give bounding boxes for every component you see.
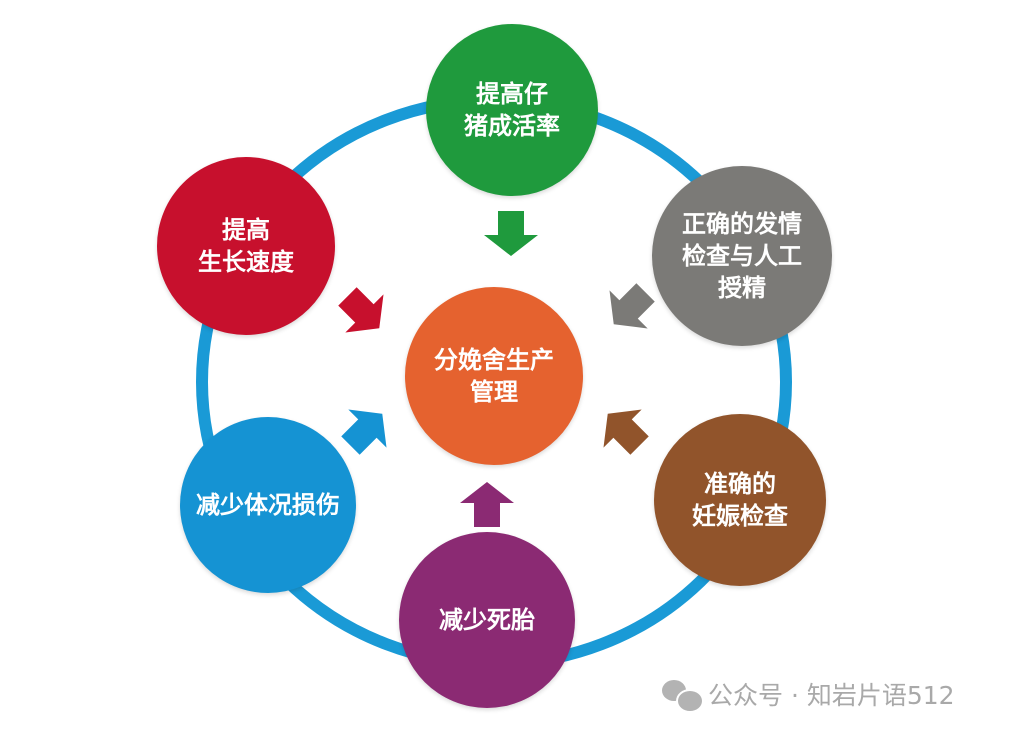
node-label-line: 准确的 (704, 470, 776, 498)
node-label-line: 管理 (470, 378, 518, 406)
watermark: 公众号 · 知岩片语512 (662, 676, 955, 713)
node-label-line: 提高仔 (476, 80, 548, 108)
wechat-icon (662, 678, 704, 713)
center-node: 分娩舍生产管理 (405, 287, 583, 465)
node-label-line: 生长速度 (198, 248, 294, 276)
node-survival: 提高仔猪成活率 (426, 24, 598, 196)
arrow-up-icon (460, 482, 514, 527)
node-pregnancy: 准确的妊娠检查 (654, 414, 826, 586)
watermark-text: 公众号 · 知岩片语512 (708, 681, 955, 710)
node-label-line: 授精 (718, 274, 766, 302)
node-estrus: 正确的发情检查与人工授精 (652, 166, 832, 346)
node-growth: 提高生长速度 (157, 157, 335, 335)
node-stillbirth: 减少死胎 (399, 532, 575, 708)
node-label-line: 妊娠检查 (692, 502, 788, 530)
arrow-up-right-icon (341, 409, 387, 455)
node-label-line: 正确的发情 (682, 210, 802, 238)
arrow-down-left-icon (609, 283, 655, 329)
arrow-down-icon (484, 211, 538, 256)
node-label-line: 检查与人工 (682, 242, 802, 270)
node-label-line: 减少死胎 (439, 606, 535, 634)
node-label-line: 减少体况损伤 (196, 491, 340, 519)
node-injury: 减少体况损伤 (180, 417, 356, 593)
arrow-down-right-icon (338, 287, 384, 333)
arrows (338, 211, 655, 527)
node-label-line: 提高 (222, 216, 270, 244)
node-label-line: 分娩舍生产 (434, 346, 554, 374)
node-label-line: 猪成活率 (464, 112, 560, 140)
arrow-up-left-icon (603, 409, 649, 455)
